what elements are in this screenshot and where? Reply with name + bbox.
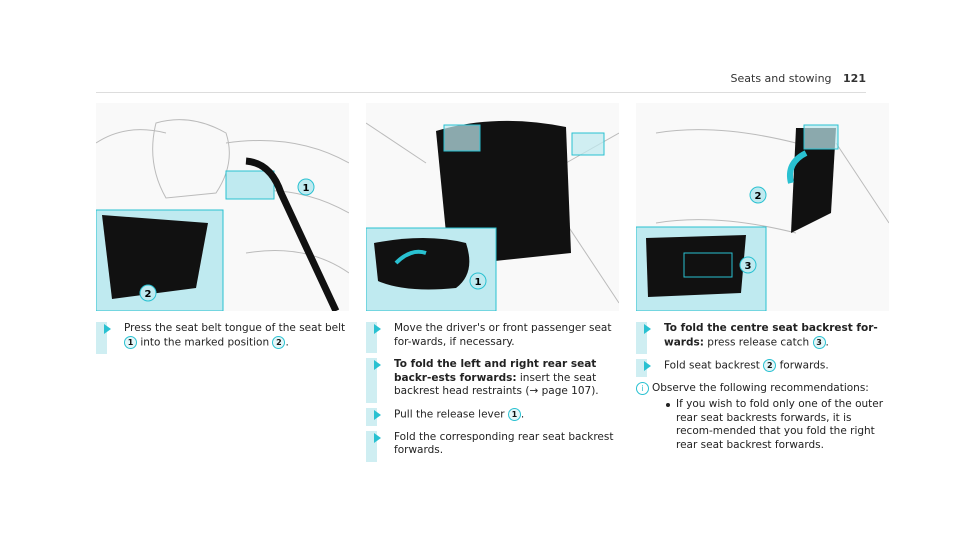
- column-3: To fold the centre seat backrest for-war…: [636, 322, 886, 461]
- step-bar: [366, 430, 377, 462]
- step-text: Fold the corresponding rear seat backres…: [394, 430, 614, 457]
- ref-num: 1: [124, 335, 137, 349]
- note-text: Observe the following recommendations:: [652, 381, 869, 394]
- step-text: into the marked position: [140, 336, 270, 348]
- step-text: press release catch: [707, 336, 810, 348]
- step-text: Press the seat belt tongue of the seat b…: [124, 322, 346, 334]
- note: i Observe the following recommendations:…: [636, 381, 886, 453]
- step-text: Move the driver's or front passenger sea…: [394, 322, 612, 348]
- step: Pull the release lever 1.: [366, 407, 616, 426]
- step-text: forwards.: [779, 359, 829, 371]
- section-title: Seats and stowing: [730, 72, 832, 85]
- step-text: .: [825, 336, 829, 348]
- header-divider: [96, 92, 866, 93]
- ref-num: 1: [507, 407, 521, 421]
- step-arrow-icon: [374, 409, 381, 420]
- step-text: insert the seat backrest head restraints…: [394, 371, 599, 398]
- step-bar: [366, 322, 377, 353]
- column-1: Press the seat belt tongue of the seat b…: [96, 322, 346, 359]
- step: To fold the left and right rear seat bac…: [366, 358, 616, 403]
- step-arrow-icon: [374, 324, 381, 334]
- step: Fold seat backrest 2 forwards.: [636, 358, 886, 377]
- bullet-text: If you wish to fold only one of the oute…: [676, 398, 884, 451]
- page-header: Seats and stowing 121: [731, 72, 866, 85]
- ref-num: 3: [812, 335, 826, 349]
- step: Press the seat belt tongue of the seat b…: [96, 322, 346, 354]
- step-bar: [96, 322, 107, 354]
- ref-num: 2: [272, 335, 286, 349]
- figure-rear-seat-release: 1: [366, 103, 619, 311]
- step: Move the driver's or front passenger sea…: [366, 322, 616, 353]
- figure-centre-backrest: 2 3: [636, 103, 889, 311]
- step-arrow-icon: [104, 324, 111, 334]
- callout-2: 2: [755, 191, 762, 202]
- step-text: Fold seat backrest: [664, 359, 760, 371]
- step-heading: To fold the centre seat backrest for-war…: [664, 322, 878, 348]
- callout-1: 1: [303, 183, 310, 194]
- step-arrow-icon: [644, 324, 651, 334]
- step-bar: [366, 407, 377, 426]
- step-text: .: [285, 336, 289, 348]
- step-text: .: [520, 408, 525, 420]
- callout-1: 1: [475, 277, 482, 288]
- page-number: 121: [843, 72, 866, 85]
- step: Fold the corresponding rear seat backres…: [366, 430, 616, 462]
- step-heading: To fold the left and right rear seat bac…: [394, 358, 597, 384]
- step-arrow-icon: [374, 360, 381, 370]
- step: To fold the centre seat backrest for-war…: [636, 322, 886, 354]
- step-bar: [366, 358, 377, 403]
- column-2: Move the driver's or front passenger sea…: [366, 322, 616, 467]
- callout-3: 3: [745, 261, 752, 272]
- note-bullet: If you wish to fold only one of the oute…: [652, 398, 886, 452]
- step-bar: [636, 322, 647, 354]
- ref-num: 2: [763, 358, 777, 372]
- step-text: Pull the release lever: [394, 408, 505, 420]
- bullet-dot-icon: [666, 403, 670, 407]
- step-bar: [636, 358, 647, 377]
- figure-seat-belt: 1 2: [96, 103, 349, 311]
- callout-2: 2: [145, 289, 152, 300]
- step-arrow-icon: [644, 360, 651, 371]
- info-icon: i: [636, 381, 649, 395]
- step-arrow-icon: [374, 432, 381, 443]
